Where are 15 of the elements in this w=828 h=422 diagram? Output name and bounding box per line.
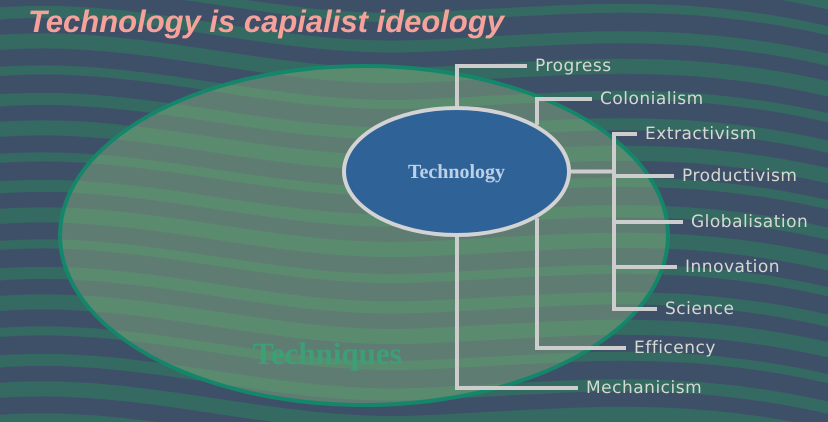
- ellipse-label: Technology: [408, 160, 506, 184]
- branch-label: Extractivism: [645, 123, 757, 145]
- branch-label: Innovation: [685, 256, 780, 278]
- branch-label: Mechanicism: [586, 377, 702, 399]
- connector-line: [455, 237, 578, 390]
- connector-line: [455, 64, 527, 106]
- connector-line: [535, 97, 592, 125]
- connector-line: [535, 218, 626, 350]
- diagram-title: Technology is capialist ideology: [28, 4, 504, 40]
- branch-label: Progress: [535, 55, 612, 77]
- branch-label: Colonialism: [600, 88, 704, 110]
- branch-label: Productivism: [682, 165, 798, 187]
- branch-label: Science: [665, 298, 734, 320]
- branch-label: Globalisation: [691, 211, 808, 233]
- branch-label: Efficency: [634, 337, 716, 359]
